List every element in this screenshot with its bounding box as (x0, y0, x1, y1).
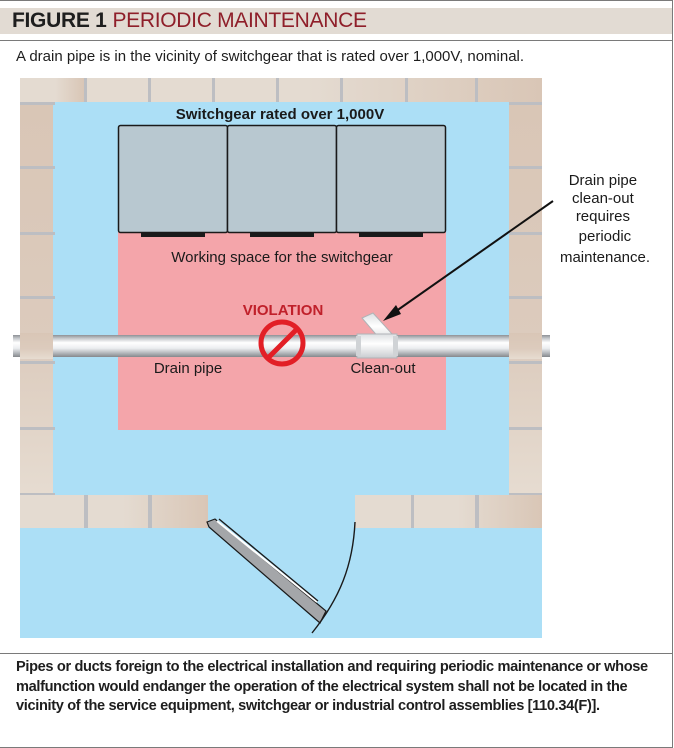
callout-line-1: Drain pipe (569, 172, 637, 189)
callout-line-5: maintenance. (560, 249, 650, 266)
callout-arrow (383, 200, 554, 321)
switchgear-section-2 (226, 124, 338, 234)
callout-line-3: requires (576, 208, 630, 225)
cleanout-fitting (356, 312, 398, 359)
door-swing-arc (311, 521, 356, 634)
right-wall (509, 102, 542, 497)
callout-text: Drain pipe clean-out requires periodic m… (560, 172, 650, 266)
callout-line-4: periodic (579, 228, 632, 245)
switchgear-section-3 (335, 124, 447, 234)
switchgear (117, 124, 447, 237)
bottom-wall-left (20, 495, 208, 528)
top-wall (20, 78, 542, 102)
violation-label: VIOLATION (243, 302, 324, 319)
figure-name: PERIODIC MAINTENANCE (112, 9, 367, 32)
figure-caption: Pipes or ducts foreign to the electrical… (16, 659, 648, 714)
caption-divider (0, 653, 672, 654)
cleanout-label: Clean-out (350, 360, 416, 377)
working-space-label: Working space for the switchgear (171, 249, 393, 266)
switchgear-section-1 (117, 124, 229, 234)
figure-subtitle: A drain pipe is in the vicinity of switc… (16, 48, 525, 65)
figure-header (0, 8, 672, 34)
switchgear-label: Switchgear rated over 1,000V (176, 106, 384, 123)
figure-number: FIGURE 1 (12, 9, 107, 32)
bottom-wall-right (355, 495, 542, 528)
prohibition-icon (258, 319, 306, 367)
drain-pipe-label: Drain pipe (154, 360, 222, 377)
left-wall (20, 102, 55, 497)
callout-line-2: clean-out (572, 190, 635, 207)
header-divider (0, 40, 672, 41)
wall-pipe-penetration (509, 333, 542, 359)
wall-pipe-penetration-left (20, 333, 53, 359)
working-space (118, 232, 446, 430)
